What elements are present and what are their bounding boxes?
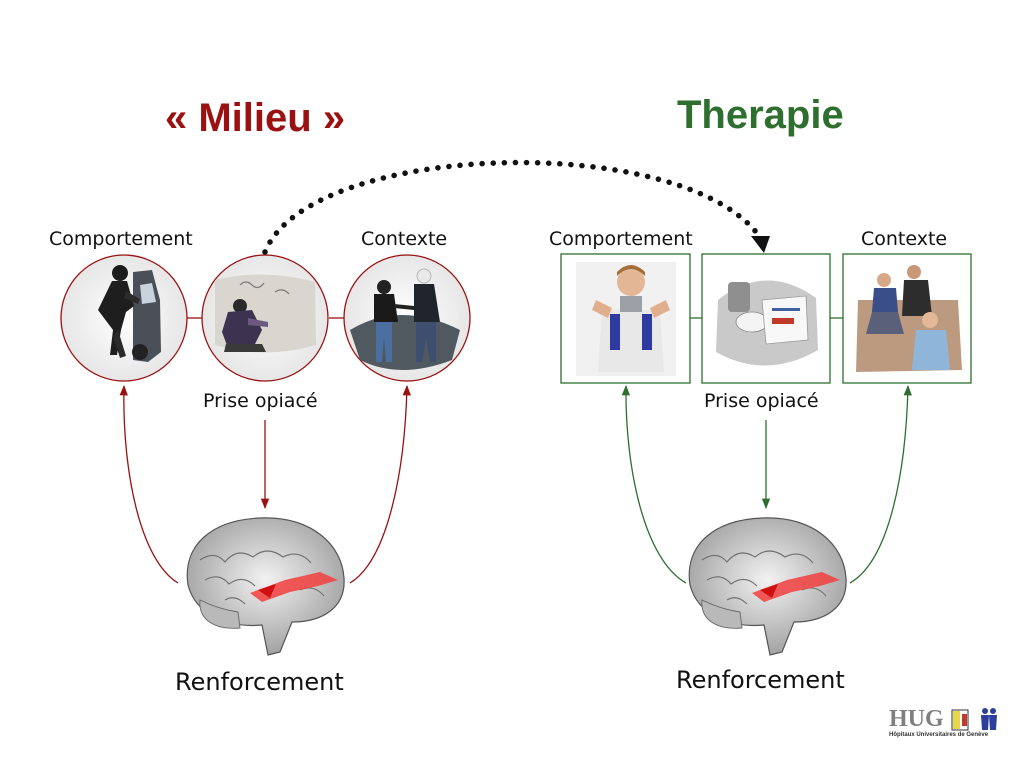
right-context-feedback-arrow bbox=[849, 384, 912, 584]
right-behaviour-label: Comportement bbox=[549, 228, 693, 250]
left-intake-label: Prise opiacé bbox=[203, 390, 318, 412]
right-context-label: Contexte bbox=[861, 228, 948, 250]
left-reinforcement-label: Renforcement bbox=[175, 668, 344, 696]
left-behaviour-label: Comportement bbox=[49, 228, 193, 250]
therapie-title: Therapie bbox=[677, 93, 844, 137]
dotted-transfer-arc bbox=[262, 159, 765, 255]
right-behaviour-feedback-arrow bbox=[621, 384, 687, 584]
right-context-photo bbox=[842, 253, 972, 384]
left-context-label: Contexte bbox=[361, 228, 448, 250]
left-behaviour-photo bbox=[60, 254, 188, 382]
hug-crest-icon bbox=[951, 709, 969, 731]
right-behaviour-photo bbox=[560, 253, 691, 384]
left-context-feedback-arrow bbox=[349, 384, 411, 584]
hug-logo-subtitle: Hôpitaux Universitaires de Genève bbox=[889, 732, 989, 738]
dotted-arc-arrowhead bbox=[751, 236, 770, 253]
hug-people-icon bbox=[981, 708, 997, 730]
milieu-title: « Milieu » bbox=[165, 96, 346, 140]
left-brain-image bbox=[186, 517, 345, 656]
right-intake-photo bbox=[701, 253, 831, 384]
left-behaviour-feedback-arrow bbox=[119, 384, 179, 584]
right-reinforcement-label: Renforcement bbox=[676, 666, 845, 694]
left-intake-photo bbox=[201, 254, 329, 382]
right-intake-label: Prise opiacé bbox=[704, 390, 819, 412]
hug-logo-text: HUG bbox=[889, 706, 944, 732]
left-context-photo bbox=[343, 254, 471, 382]
right-brain-image bbox=[688, 517, 847, 656]
